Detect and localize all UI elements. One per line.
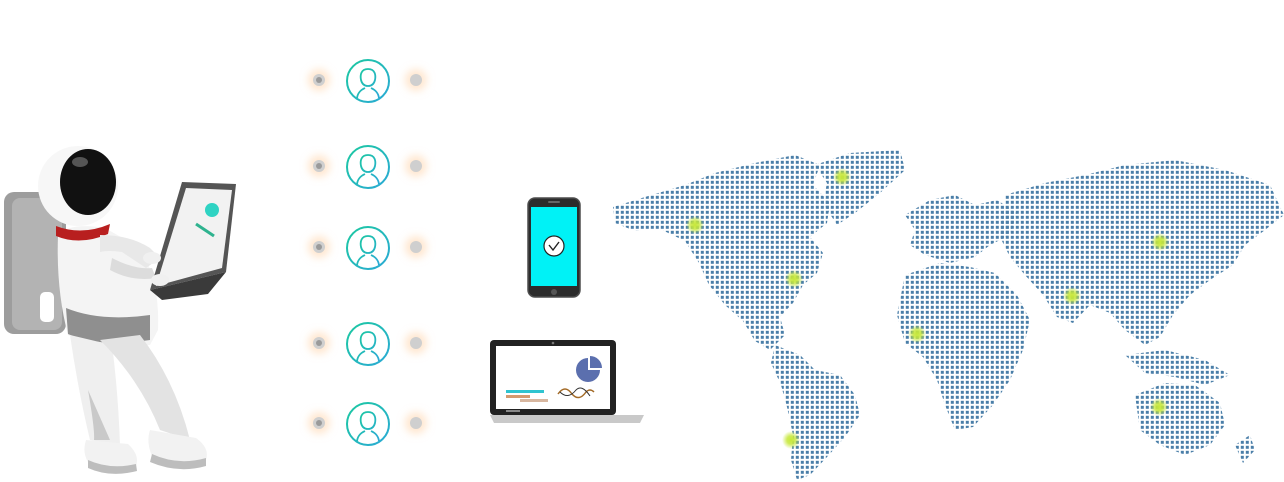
connector-dot [410,74,422,86]
hotspot-russia-east [1151,233,1169,251]
smartphone-icon [527,197,581,298]
hotspot-australia [1150,398,1168,416]
user-icon [346,226,390,270]
hotspot-greenland [833,168,851,186]
connector-dot [313,417,325,429]
continent-south-america [771,345,860,480]
continent-greenland [815,150,905,225]
hotspot-west-africa [908,325,926,343]
connector-dot [313,160,325,172]
hotspot-south-america [782,431,800,449]
continent-north-america [613,155,830,350]
connector-dot [313,337,325,349]
continent-asia [1000,160,1284,345]
user-icon [346,59,390,103]
user-row [300,56,440,106]
user-row [300,223,440,273]
checkmark-icon [543,235,565,257]
user-icon [346,402,390,446]
user-row [300,142,440,192]
connector-dot [410,417,422,429]
connector-dot [313,241,325,253]
hotspot-north-america-east [785,270,803,288]
astronaut-illustration [4,146,236,474]
continent-southeast-asia [1125,350,1230,385]
connector-dot [313,74,325,86]
laptop-icon [490,340,644,423]
continent-europe [905,195,1017,263]
hotspot-north-america-west [686,216,704,234]
hotspot-india [1063,287,1081,305]
connector-dot [410,241,422,253]
user-row [300,319,440,369]
connector-dot [410,337,422,349]
continent-australia [1135,383,1225,455]
continent-africa [897,263,1030,430]
user-icon [346,322,390,366]
user-icon [346,145,390,189]
user-row [300,399,440,449]
continent-new-zealand [1235,435,1255,463]
hotspot-layer [686,168,1169,449]
connector-dot [410,160,422,172]
world-map-illustration [613,150,1284,480]
